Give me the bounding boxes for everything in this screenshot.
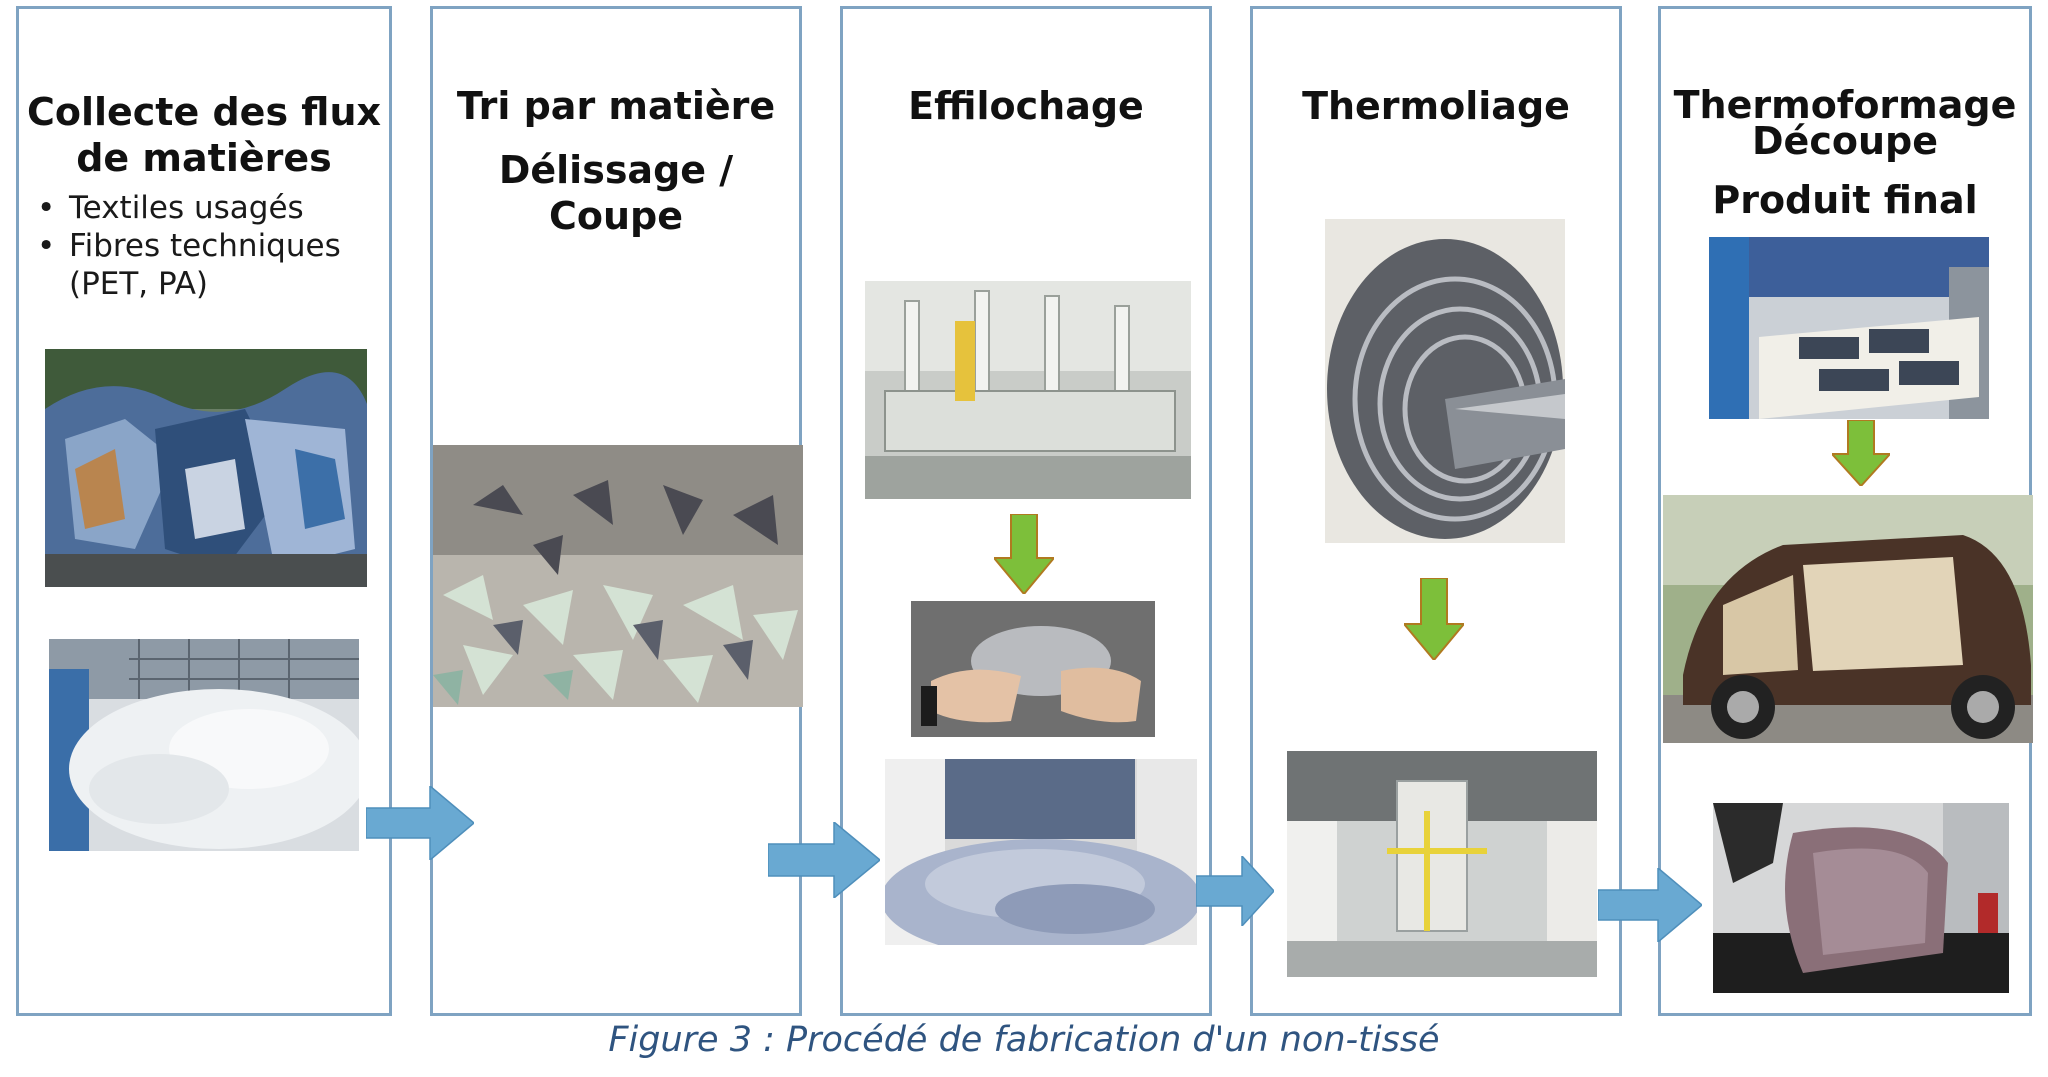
right-arrow-icon <box>1195 854 1276 928</box>
right-arrow-icon <box>365 784 476 862</box>
step-panel-tri: Tri par matière Délissage / Coupe <box>430 6 803 1016</box>
material-list: Textiles usagés Fibres techniques (PET, … <box>33 189 379 303</box>
down-arrow-icon <box>1401 577 1467 662</box>
photo-thermobonding-line <box>1287 751 1597 977</box>
figure-caption: Figure 3 : Procédé de fabrication d'un n… <box>608 1020 1440 1060</box>
panel-title-line: Collecte des flux <box>26 90 382 134</box>
panel-title-line: Thermoformage <box>1673 83 2017 127</box>
panel-title-line: Découpe <box>1752 119 1938 163</box>
step-panel-effilochage: Effilochage <box>840 6 1212 1016</box>
photo-car-interior <box>1663 495 2033 743</box>
panel-subtitle-line: Produit final <box>1712 178 1978 222</box>
panel-subtitle-line: Coupe <box>548 194 684 238</box>
panel-title: Effilochage <box>843 83 1209 129</box>
panel-subtitle: Produit final <box>1661 177 2029 223</box>
photo-hands-fibre <box>911 601 1155 737</box>
photo-sorted-scraps <box>433 445 803 707</box>
panel-subtitle-line: Délissage / <box>498 148 734 192</box>
panel-title: Thermoformage Découpe <box>1661 83 2029 163</box>
list-item: (PET, PA) <box>69 266 209 302</box>
step-panel-collecte: Collecte des flux de matières Textiles u… <box>16 6 392 1016</box>
panel-title: Collecte des flux de matières <box>19 89 389 181</box>
photo-technical-fibres <box>49 639 359 851</box>
step-panel-thermoliage: Thermoliage <box>1250 6 1622 1016</box>
down-arrow-icon <box>991 513 1057 596</box>
list-item: Textiles usagés <box>33 189 379 227</box>
photo-shredding-line <box>865 281 1191 499</box>
panel-title-line: de matières <box>76 136 332 180</box>
photo-used-textiles <box>45 349 367 587</box>
panel-title: Thermoliage <box>1253 83 1619 129</box>
photo-nonwoven-roll <box>1325 219 1565 543</box>
step-panel-thermoformage: Thermoformage Découpe Produit final <box>1658 6 2033 1016</box>
panel-title-line: Tri par matière <box>456 84 776 128</box>
photo-trunk-mat <box>1713 803 2009 993</box>
panel-subtitle: Délissage / Coupe <box>433 147 799 239</box>
down-arrow-icon <box>1829 419 1893 488</box>
photo-shredded-fibre <box>885 759 1197 945</box>
photo-thermoforming-press <box>1709 237 1989 419</box>
panel-title-line: Thermoliage <box>1302 84 1570 128</box>
list-item: Fibres techniques <box>33 227 379 265</box>
panel-title-line: Effilochage <box>908 84 1144 128</box>
right-arrow-icon <box>767 820 882 900</box>
right-arrow-icon <box>1597 866 1704 944</box>
panel-title: Tri par matière <box>433 83 799 129</box>
